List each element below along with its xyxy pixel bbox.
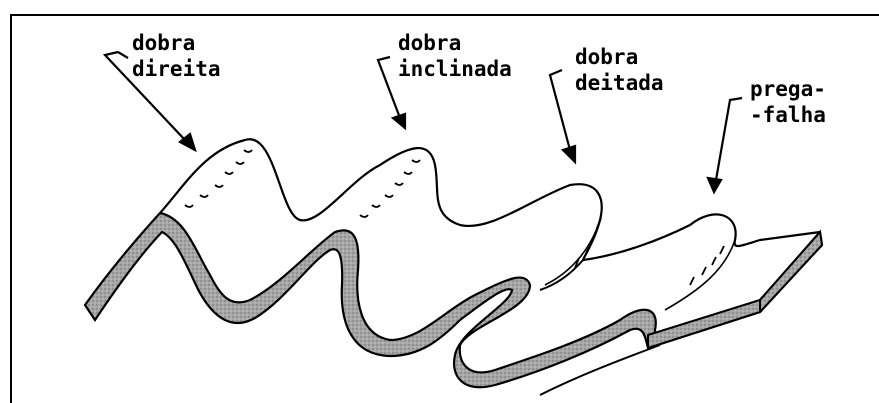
fold-layer-band — [85, 213, 822, 387]
label-dobra-deitada-line2: deitada — [575, 71, 664, 95]
surface-hatching — [185, 150, 724, 285]
fault-fold-hinge — [665, 240, 735, 310]
label-dobra-direita-line1: dobra — [132, 31, 195, 55]
label-dobra-direita-line2: direita — [132, 57, 221, 81]
label-prega-falha-line2: -falha — [750, 103, 826, 127]
fault-block — [648, 232, 822, 348]
recumbent-fold-hinge — [545, 220, 600, 285]
label-dobra-inclinada-line2: inclinada — [398, 57, 512, 81]
label-dobra-deitada-line1: dobra — [575, 45, 638, 69]
label-dobra-inclinada-line1: dobra — [398, 31, 461, 55]
label-prega-falha-line1: prega- — [750, 77, 826, 101]
